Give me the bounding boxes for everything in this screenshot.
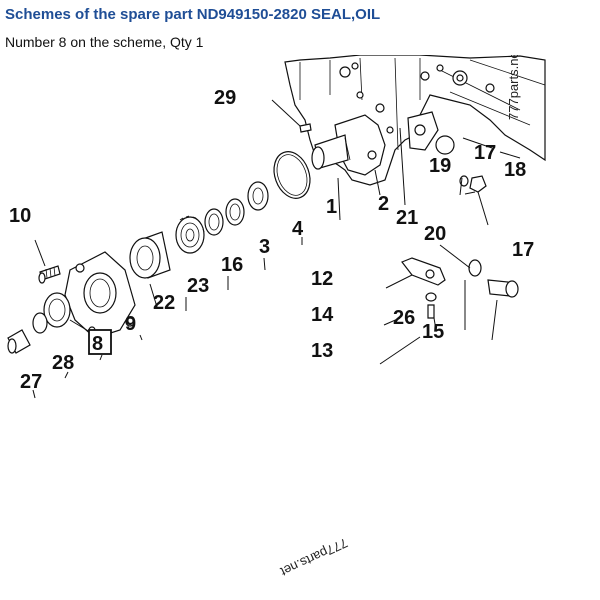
watermark-small: 777parts.net bbox=[506, 55, 521, 120]
label-17-bottom: 17 bbox=[512, 239, 534, 261]
label-26: 26 bbox=[393, 307, 415, 329]
washer-part bbox=[225, 198, 245, 226]
washer-20-part bbox=[468, 259, 482, 277]
plug-part bbox=[7, 329, 31, 354]
large-bearing-part bbox=[129, 231, 171, 279]
highlight-box-8[interactable] bbox=[88, 329, 112, 355]
bolt-17-part bbox=[487, 279, 519, 298]
label-28: 28 bbox=[52, 352, 74, 374]
label-3: 3 bbox=[259, 236, 270, 258]
label-10: 10 bbox=[9, 205, 31, 227]
pin-part bbox=[299, 123, 312, 133]
label-29: 29 bbox=[214, 87, 236, 109]
label-18: 18 bbox=[504, 159, 526, 181]
label-1: 1 bbox=[326, 196, 337, 218]
label-17-top: 17 bbox=[474, 142, 496, 164]
label-16: 16 bbox=[221, 254, 243, 276]
label-4: 4 bbox=[292, 218, 304, 240]
label-9: 9 bbox=[125, 313, 136, 335]
small-o-ring-part bbox=[32, 312, 48, 334]
gear-part bbox=[175, 215, 205, 254]
label-22: 22 bbox=[153, 292, 175, 314]
label-23: 23 bbox=[187, 275, 209, 297]
nut-18-part bbox=[469, 175, 487, 193]
shaft-housing-drawing bbox=[311, 114, 386, 176]
label-8[interactable]: 8 bbox=[92, 333, 103, 355]
page-title: Schemes of the spare part ND949150-2820 … bbox=[5, 6, 381, 23]
label-13: 13 bbox=[311, 340, 333, 362]
label-15: 15 bbox=[422, 321, 444, 343]
o-ring-part bbox=[273, 151, 311, 199]
bracket-part bbox=[401, 257, 446, 286]
page-subtitle: Number 8 on the scheme, Qty 1 bbox=[5, 34, 204, 50]
label-19: 19 bbox=[429, 155, 451, 177]
parts-scheme-diagram: 29 17 18 19 21 2 1 4 3 20 17 10 16 23 22… bbox=[7, 55, 546, 580]
bearing-part bbox=[247, 181, 269, 211]
label-20: 20 bbox=[424, 223, 446, 245]
leader-lines bbox=[32, 99, 521, 399]
bolt-15-part bbox=[427, 304, 435, 319]
label-27: 27 bbox=[20, 371, 42, 393]
watermark-main: 777parts.net bbox=[278, 535, 350, 579]
nut-part bbox=[425, 292, 437, 302]
label-2: 2 bbox=[378, 193, 389, 215]
oil-seal-part bbox=[43, 292, 71, 328]
label-12: 12 bbox=[311, 268, 333, 290]
label-14: 14 bbox=[311, 304, 334, 326]
bolt-part bbox=[38, 265, 61, 284]
cover-part bbox=[64, 251, 136, 339]
label-21: 21 bbox=[396, 207, 418, 229]
